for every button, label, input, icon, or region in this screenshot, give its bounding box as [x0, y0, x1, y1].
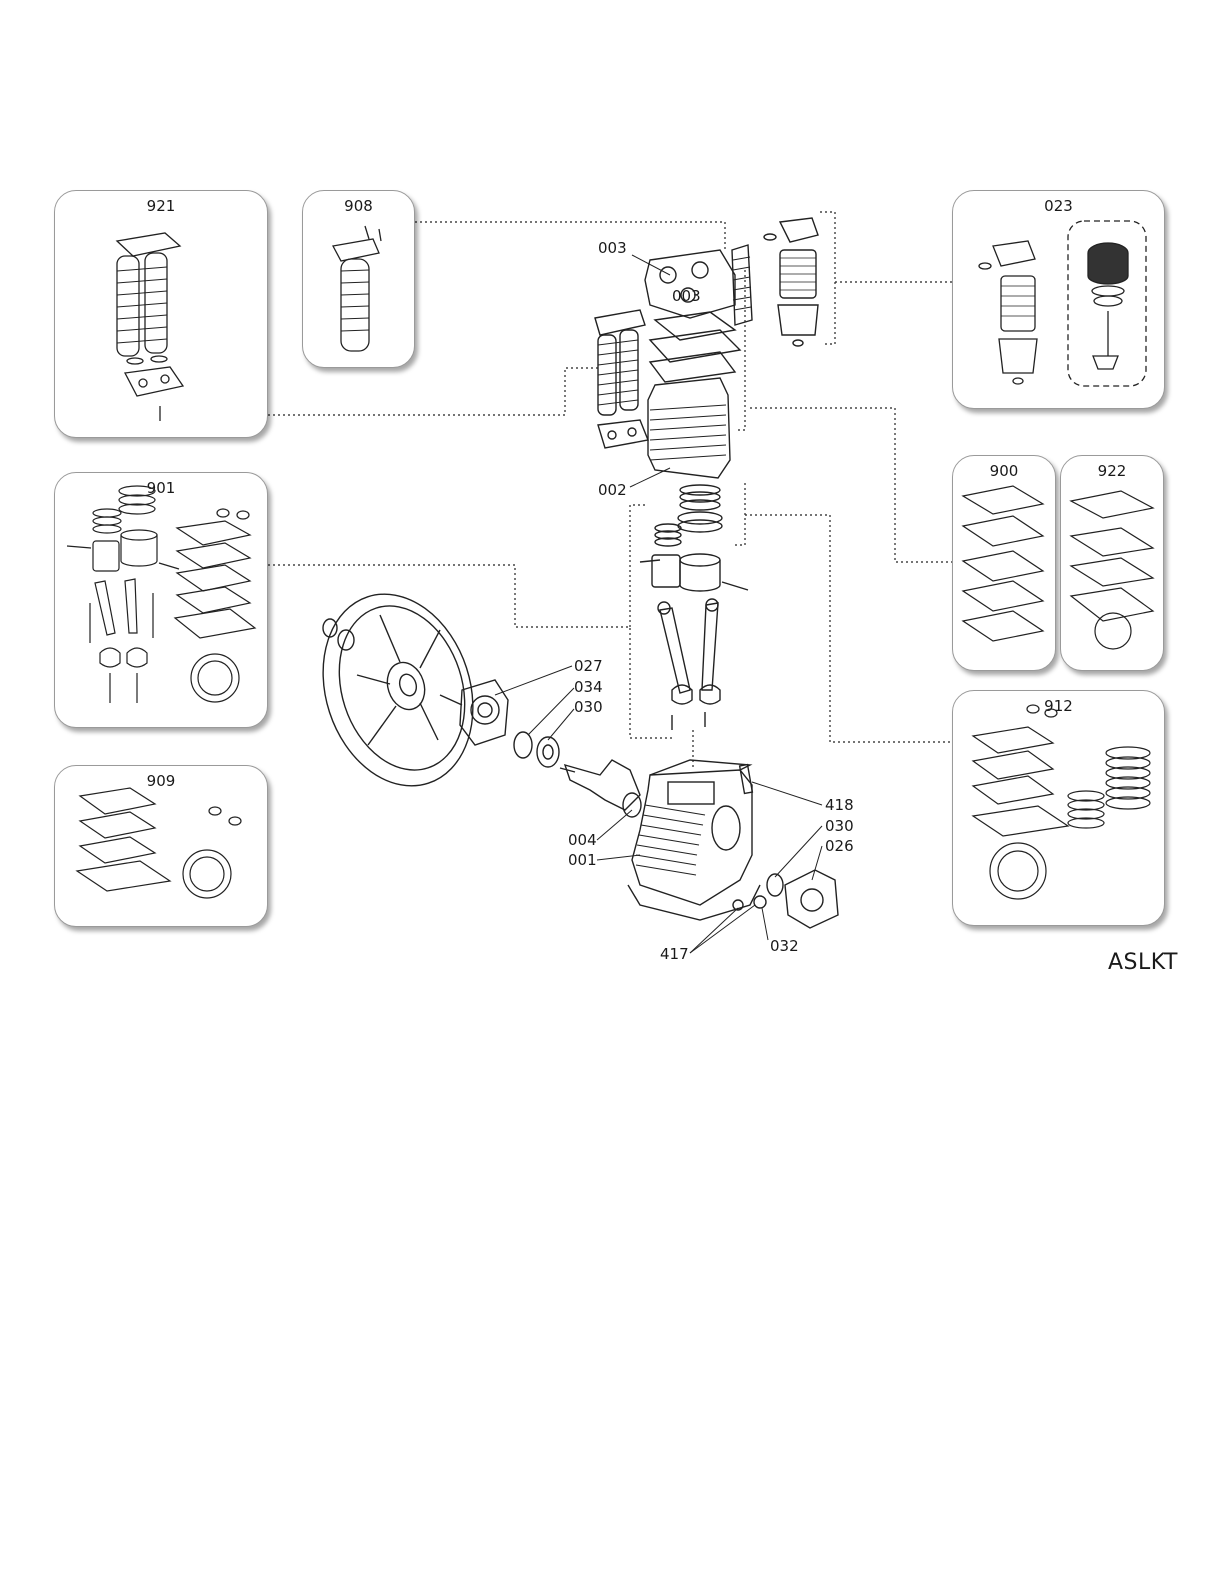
model-code: ASLKT [1108, 950, 1178, 975]
callout-027: 027 [574, 659, 603, 674]
kit-912-parts-icon [953, 691, 1164, 925]
rear-cover [767, 870, 838, 928]
callout-417: 417 [660, 947, 689, 962]
kit-921-box[interactable]: 921 [54, 190, 268, 438]
callout-034: 034 [574, 680, 603, 695]
kit-901-box[interactable]: 901 [54, 472, 268, 728]
callout-003-valve: 003 [672, 289, 701, 304]
kit-922-box[interactable]: 922 [1060, 455, 1164, 671]
kit-908-box[interactable]: 908 [302, 190, 415, 368]
crankcase [628, 760, 766, 920]
kit-909-parts-icon [55, 766, 267, 926]
intercooler-tubes [595, 310, 648, 448]
kit-909-box[interactable]: 909 [54, 765, 268, 927]
valve-plate-stack [650, 312, 740, 382]
callout-030-front: 030 [574, 700, 603, 715]
air-filter [764, 218, 818, 346]
kit-023-parts-icon [953, 191, 1164, 408]
callout-032: 032 [770, 939, 799, 954]
callout-030-rear: 030 [825, 819, 854, 834]
callout-026: 026 [825, 839, 854, 854]
connecting-rods [658, 599, 720, 730]
callout-002: 002 [598, 483, 627, 498]
cylinder-block [648, 378, 730, 478]
callout-003-head: 003 [598, 241, 627, 256]
crankshaft [560, 760, 641, 817]
kit-908-parts-icon [303, 191, 414, 367]
kit-921-parts-icon [55, 191, 267, 437]
flywheel-pulley [299, 575, 497, 806]
kit-900-parts-icon [953, 456, 1055, 670]
kit-922-parts-icon [1061, 456, 1163, 670]
callout-001: 001 [568, 853, 597, 868]
callout-418: 418 [825, 798, 854, 813]
kit-901-parts-icon [55, 473, 267, 727]
kit-023-box[interactable]: 023 [952, 190, 1165, 409]
kit-912-box[interactable]: 912 [952, 690, 1165, 926]
callout-004: 004 [568, 833, 597, 848]
kit-900-box[interactable]: 900 [952, 455, 1056, 671]
pistons-and-rings [640, 485, 748, 591]
cylinder-head [645, 250, 735, 318]
